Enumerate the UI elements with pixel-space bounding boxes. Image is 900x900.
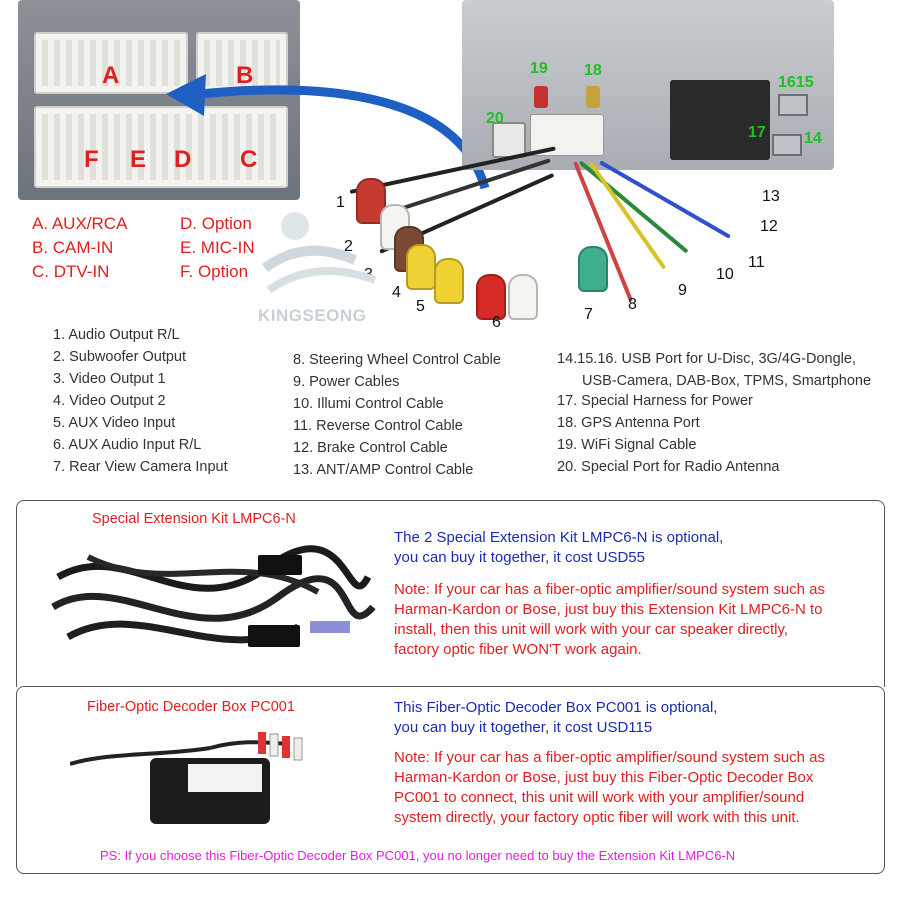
socket-letter-f: F [84,146,99,173]
list-item: 6. AUX Audio Input R/L [53,437,202,453]
connector-photo: A B F E D C [18,0,300,200]
list-item: 3. Video Output 1 [53,371,166,387]
list-item: USB-Camera, DAB-Box, TPMS, Smartphone [582,373,872,389]
harness-socket [670,80,770,160]
cable-label-12: 12 [760,218,778,235]
cable-label-10: 10 [716,266,734,283]
decoder-box-info-line: you can buy it together, it cost USD115 [394,719,653,736]
camera-plug [578,246,608,292]
cable-label-13: 13 [762,188,780,205]
decoder-box-note-line: PC001 to connect, this unit will work wi… [394,789,805,806]
extension-kit-note-line: install, then this unit will work with y… [394,621,789,638]
extension-kit-note-line: Note: If your car has a fiber-optic ampl… [394,581,826,598]
logo-text: KINGSEONG [258,306,367,325]
list-item: 17. Special Harness for Power [557,393,753,409]
socket-letter-e: E [130,146,147,173]
cable-label-2: 2 [344,238,353,255]
label-18: 18 [584,62,602,79]
usb-port [778,94,808,116]
wifi-antenna-port [534,86,548,108]
list-item: 20. Special Port for Radio Antenna [557,459,780,475]
brand-logo: KINGSEONG [255,198,415,328]
extension-kit-panel [16,500,885,687]
decoder-box-title: Fiber-Optic Decoder Box PC001 [87,699,295,715]
decoder-box-note-line: Harman-Kardon or Bose, just buy this Fib… [394,769,814,786]
socket-b [196,32,288,94]
cable-label-9: 9 [678,282,687,299]
legend-b: B. CAM-IN [32,238,114,257]
decoder-box-note-line: Note: If your car has a fiber-optic ampl… [394,749,826,766]
decoder-box-note-line: system directly, your factory optic fibe… [394,809,800,826]
rca-plug [406,244,436,290]
cable-label-7: 7 [584,306,593,323]
list-item: 19. WiFi Signal Cable [557,437,697,453]
list-item: 13. ANT/AMP Control Cable [293,462,474,478]
socket-lower [34,106,288,188]
socket-a [34,32,188,94]
decoder-box-panel [16,686,885,874]
extension-kit-info-line: The 2 Special Extension Kit LMPC6-N is o… [394,529,724,546]
list-item: 8. Steering Wheel Control Cable [293,352,501,368]
gps-antenna-port [586,86,600,108]
cable-label-11: 11 [748,254,765,271]
legend-a: A. AUX/RCA [32,214,128,233]
cable-bundle [320,146,800,330]
socket-letter-a: A [102,62,120,89]
cable-label-1: 1 [336,194,345,211]
legend-d: D. Option [180,214,252,233]
list-item: 18. GPS Antenna Port [557,415,700,431]
label-1615: 1615 [778,74,814,91]
extension-kit-title: Special Extension Kit LMPC6-N [92,511,296,527]
logo-icon [262,212,377,294]
ps-note: PS: If you choose this Fiber-Optic Decod… [100,848,736,863]
list-item: 11. Reverse Control Cable [293,418,463,434]
list-item: 9. Power Cables [293,374,400,390]
cable-label-4: 4 [392,284,401,301]
extension-harness-image [51,545,376,647]
head-unit-photo [462,0,834,170]
list-item: 7. Rear View Camera Input [53,459,228,475]
cable-label-8: 8 [628,296,637,313]
list-item: 10. Illumi Control Cable [293,396,444,412]
socket-letter-b: B [236,62,254,89]
extension-kit-info-line: you can buy it together, it cost USD55 [394,549,645,566]
label-14: 14 [804,130,822,147]
list-item: 4. Video Output 2 [53,393,166,409]
rca-plug [476,274,506,320]
list-item: 2. Subwoofer Output [53,349,186,365]
legend-f: F. Option [180,262,249,281]
legend-c: C. DTV-IN [32,262,110,281]
label-20: 20 [486,110,504,127]
label-17: 17 [748,124,766,141]
rca-plug [508,274,538,320]
rca-plug [434,258,464,304]
list-item: 1. Audio Output R/L [53,327,180,343]
decoder-box-image [70,732,303,824]
list-item: 14.15.16. USB Port for U-Disc, 3G/4G-Don… [557,351,856,367]
extension-kit-note-line: factory optic fiber WON'T work again. [394,641,642,658]
cable-label-6: 6 [492,314,501,331]
socket-letter-c: C [240,146,258,173]
legend-e: E. MIC-IN [180,238,255,257]
list-item: 5. AUX Video Input [53,415,176,431]
extension-kit-note-line: Harman-Kardon or Bose, just buy this Ext… [394,601,823,618]
cable-label-5: 5 [416,298,425,315]
list-item: 12. Brake Control Cable [293,440,448,456]
usb-port [772,134,802,156]
socket-letter-d: D [174,146,192,173]
label-19: 19 [530,60,548,77]
decoder-box-info-line: This Fiber-Optic Decoder Box PC001 is op… [394,699,718,716]
